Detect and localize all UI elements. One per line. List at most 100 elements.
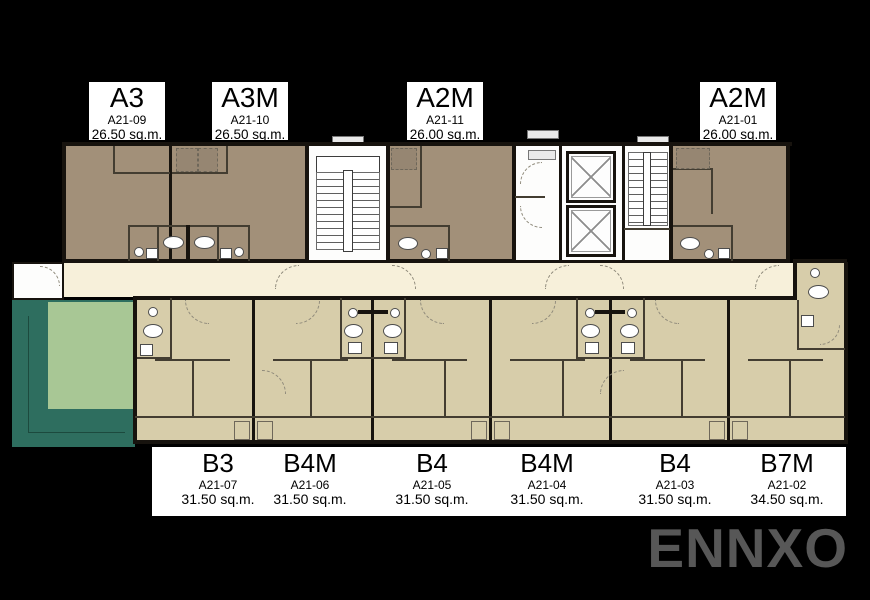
unit-area: 26.00 sq.m. [409,127,481,142]
unit-type: A3 [109,82,145,113]
sink-icon [436,248,448,259]
unit-label-B4-03: B4 A21-03 31.50 sq.m. [620,450,730,507]
wall [390,206,422,208]
unit-code: A21-10 [230,113,270,127]
basin-icon [810,268,820,278]
unit-area: 26.50 sq.m. [91,127,163,142]
toilet-icon [383,324,402,338]
unit-label-B4-05: B4 A21-05 31.50 sq.m. [377,450,487,507]
wall [622,146,625,260]
basin-icon [134,247,144,257]
wall [157,225,159,261]
unit-code: A21-03 [655,478,695,492]
wall [128,225,130,261]
wall [793,259,797,299]
toilet-icon [163,236,184,249]
wall [844,262,848,443]
toilet-icon [581,324,600,338]
wall [448,225,450,261]
wall [711,168,713,214]
unit-label-B7M: B7M A21-02 34.50 sq.m. [732,450,842,507]
unit-area: 31.50 sq.m. [273,491,347,507]
corridor [40,263,795,297]
planter [494,421,510,440]
wall [797,300,799,350]
wall [217,225,219,261]
wall [133,296,137,443]
unit-type: A2M [709,82,767,113]
wall [133,296,797,300]
unit-type: B3 [202,448,234,478]
wall [390,225,450,227]
basin-icon [704,249,714,259]
planter [709,421,725,440]
wall [681,361,683,418]
wall [797,259,847,263]
unit-area: 31.50 sq.m. [638,491,712,507]
toilet-icon [808,285,829,299]
sink-icon [384,342,398,354]
closet [176,148,198,172]
toilet-icon [143,324,163,338]
toilet-icon [194,236,215,249]
basin-icon [234,247,244,257]
wall [170,298,172,358]
unit-area: 26.00 sq.m. [702,127,774,142]
wall [643,298,645,358]
wall [786,142,790,263]
toilet-icon [344,324,363,338]
sink-icon [146,248,158,259]
watermark-ennxo: ENNXO [647,517,848,579]
wall [248,225,250,261]
ac-ledge [527,130,559,139]
wall [420,146,422,208]
toilet-icon [398,237,418,250]
garden-path [28,316,125,433]
planter [471,421,487,440]
wall [252,298,255,441]
unit-area: 26.50 sq.m. [214,127,286,142]
unit-code: A21-09 [107,113,147,127]
wall [404,298,406,358]
wall [155,359,230,361]
basin-icon [627,308,637,318]
unit-label-A2M-01: A2M A21-01 26.00 sq.m. [700,82,776,142]
planter [234,421,250,440]
stair-rail [343,170,353,252]
wall [340,298,342,358]
wall [595,310,625,314]
wall [512,146,516,260]
unit-type: B4M [283,448,337,478]
unit-code: A21-02 [767,478,807,492]
basin-icon [148,307,158,317]
wall [797,348,845,350]
wall [609,298,612,441]
wall [273,359,348,361]
unit-type: A2M [416,82,474,113]
wall [489,298,492,441]
wall [562,361,564,418]
unit-area: 31.50 sq.m. [395,491,469,507]
wall [731,225,733,261]
unit-label-B4M-06: B4M A21-06 31.50 sq.m. [255,450,365,507]
sink-icon [718,248,730,259]
wall [113,172,170,174]
unit-label-A2M-11: A2M A21-11 26.00 sq.m. [407,82,483,142]
wall [392,359,467,361]
wall [669,146,673,260]
elev-in [571,210,611,252]
wall [576,298,578,358]
unit-code: A21-11 [426,113,464,127]
unit-label-B4M-04: B4M A21-04 31.50 sq.m. [492,450,602,507]
wall [340,357,406,359]
wall [748,359,823,361]
wall [169,146,172,260]
closet [676,148,710,169]
elev-in [571,156,611,198]
wall [358,310,388,314]
unit-label-A3M: A3M A21-10 26.50 sq.m. [212,82,288,142]
planter [257,421,273,440]
bottom-label-band: B3 A21-07 31.50 sq.m. B4M A21-06 31.50 s… [152,447,846,516]
balcony-wall [135,416,845,418]
